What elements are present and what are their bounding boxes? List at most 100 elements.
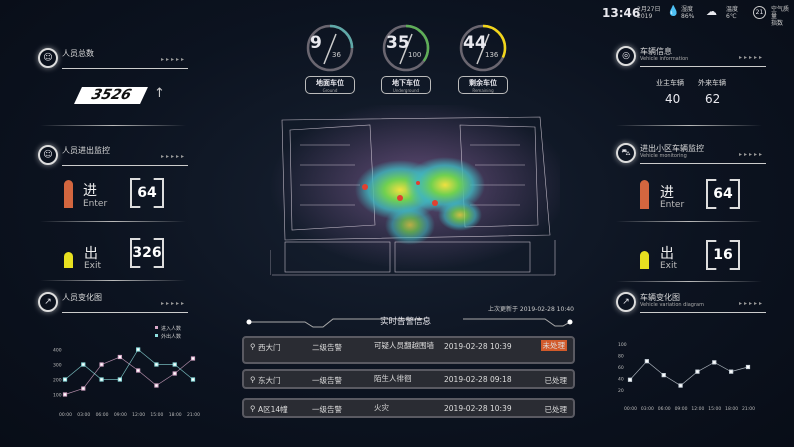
arrows-icon: ▸▸▸▸▸ — [738, 300, 764, 307]
data-point — [172, 371, 177, 376]
data-point — [81, 386, 86, 391]
humidity-value: 86% — [681, 13, 695, 20]
section-title: 人员变化图 — [62, 293, 102, 302]
x-tick-label: 18:00 — [725, 406, 738, 410]
x-tick-label: 03:00 — [77, 412, 90, 418]
gauge-ring — [459, 24, 507, 72]
data-point — [661, 373, 666, 378]
alarm-event: 陌生人徘徊 — [374, 374, 412, 383]
arrows-icon: ▸▸▸▸▸ — [738, 54, 764, 61]
people-chart-header: ↗人员变化图▸▸▸▸▸ — [38, 290, 188, 324]
data-point — [117, 354, 122, 360]
x-tick-label: 21:00 — [187, 412, 200, 418]
x-tick-label: 12:00 — [691, 406, 704, 410]
alarm-event: 可疑人员翻越围墙 — [374, 341, 434, 350]
owner-value: 40 — [665, 92, 681, 106]
chart-icon: ↗ — [38, 292, 58, 312]
section-title: 人员总数 — [62, 49, 94, 58]
gauge-ring — [382, 24, 430, 72]
alarm-location: 东大门 — [258, 376, 281, 385]
data-point — [99, 362, 104, 367]
people-total-header: ☺人员总数▸▸▸▸▸ — [38, 46, 188, 80]
rain-cloud-icon: ☁ — [706, 5, 717, 18]
vehicle-enter-count: 64 — [706, 179, 740, 209]
alarm-level: 一级告警 — [312, 376, 342, 385]
data-point — [136, 368, 141, 373]
alarm-status[interactable]: 未处理 — [540, 340, 567, 351]
data-point — [136, 347, 141, 352]
vehicle-exit-count: 16 — [706, 240, 740, 270]
y-tick-label: 100 — [618, 342, 627, 348]
arrows-icon: ▸▸▸▸▸ — [160, 56, 186, 63]
y-tick-label: 300 — [53, 363, 62, 369]
owner-label: 业主车辆 — [656, 79, 684, 87]
alarm-row[interactable]: ⚲ A区14幢 一级告警 火灾 2019-02-28 10:39 已处理 — [242, 398, 575, 418]
date-day: 2月27日 — [637, 6, 661, 13]
x-tick-label: 00:00 — [59, 412, 72, 418]
vehicle-enter-bar — [640, 180, 649, 209]
chart-icon: ↗ — [616, 292, 636, 312]
up-arrow-icon: ↑ — [154, 86, 165, 101]
data-point — [154, 362, 159, 367]
alarm-updated: 上次更新于 2019-02-28 10:40 — [488, 306, 574, 313]
temp-label: 温度 — [726, 6, 739, 13]
x-tick-label: 06:00 — [96, 412, 109, 418]
data-point — [154, 383, 159, 388]
data-point — [190, 356, 196, 361]
alarm-row[interactable]: ⚲ 东大门 一级告警 陌生人徘徊 2019-02-28 09:18 已处理 — [242, 369, 575, 389]
data-point — [62, 392, 68, 397]
data-point — [62, 377, 68, 382]
enter-en: Enter — [83, 199, 108, 209]
aqi-label-2: 指数 — [771, 20, 784, 27]
data-point — [745, 364, 751, 370]
legend-marker — [155, 334, 158, 337]
car-icon: ⛍ — [616, 143, 636, 163]
x-tick-label: 15:00 — [150, 412, 163, 418]
clock: 13:46 — [602, 6, 641, 20]
location-pin-icon: ⚲ — [250, 404, 256, 413]
section-title: 进出小区车辆监控 — [640, 144, 704, 153]
vehicle-exit-bar — [640, 251, 649, 269]
data-point — [627, 377, 633, 382]
data-point — [695, 369, 700, 374]
temp-value: 6℃ — [726, 13, 737, 20]
gauge-value: 9 — [310, 33, 322, 53]
vehicle-exit-en: Exit — [660, 261, 678, 271]
x-tick-label: 21:00 — [742, 406, 755, 410]
people-monitor-header: ☺人员进出监控▸▸▸▸▸ — [38, 143, 188, 177]
alarm-title-line — [246, 318, 573, 328]
legend-label: 外出人数 — [161, 333, 181, 340]
people-monitor-icon: ☺ — [38, 145, 58, 165]
x-tick-label: 03:00 — [641, 406, 654, 410]
data-point — [117, 377, 122, 382]
exit-bar — [64, 252, 73, 268]
gauge-total: 36 — [332, 51, 341, 59]
alarm-location: 西大门 — [258, 343, 281, 352]
alarm-row[interactable]: ⚲ 西大门 二级告警 可疑人员翻越围墙 2019-02-28 10:39 未处理 — [242, 336, 575, 364]
alarm-location: A区14幢 — [258, 405, 288, 414]
x-tick-label: 09:00 — [114, 412, 127, 418]
gauge-label-cn: 地面车位 — [316, 79, 344, 87]
alarm-status: 已处理 — [544, 376, 568, 385]
series-line — [64, 348, 194, 380]
y-tick-label: 40 — [618, 377, 624, 383]
gauge-label-cn: 剩余车位 — [469, 79, 497, 87]
legend-label: 进入人数 — [161, 325, 181, 332]
enter-count: 64 — [130, 178, 164, 208]
alarm-level: 二级告警 — [312, 343, 342, 352]
alarm-time: 2019-02-28 09:18 — [444, 375, 512, 384]
x-tick-label: 00:00 — [624, 406, 637, 410]
x-tick-label: 18:00 — [169, 412, 182, 418]
exit-count: 326 — [130, 238, 164, 268]
